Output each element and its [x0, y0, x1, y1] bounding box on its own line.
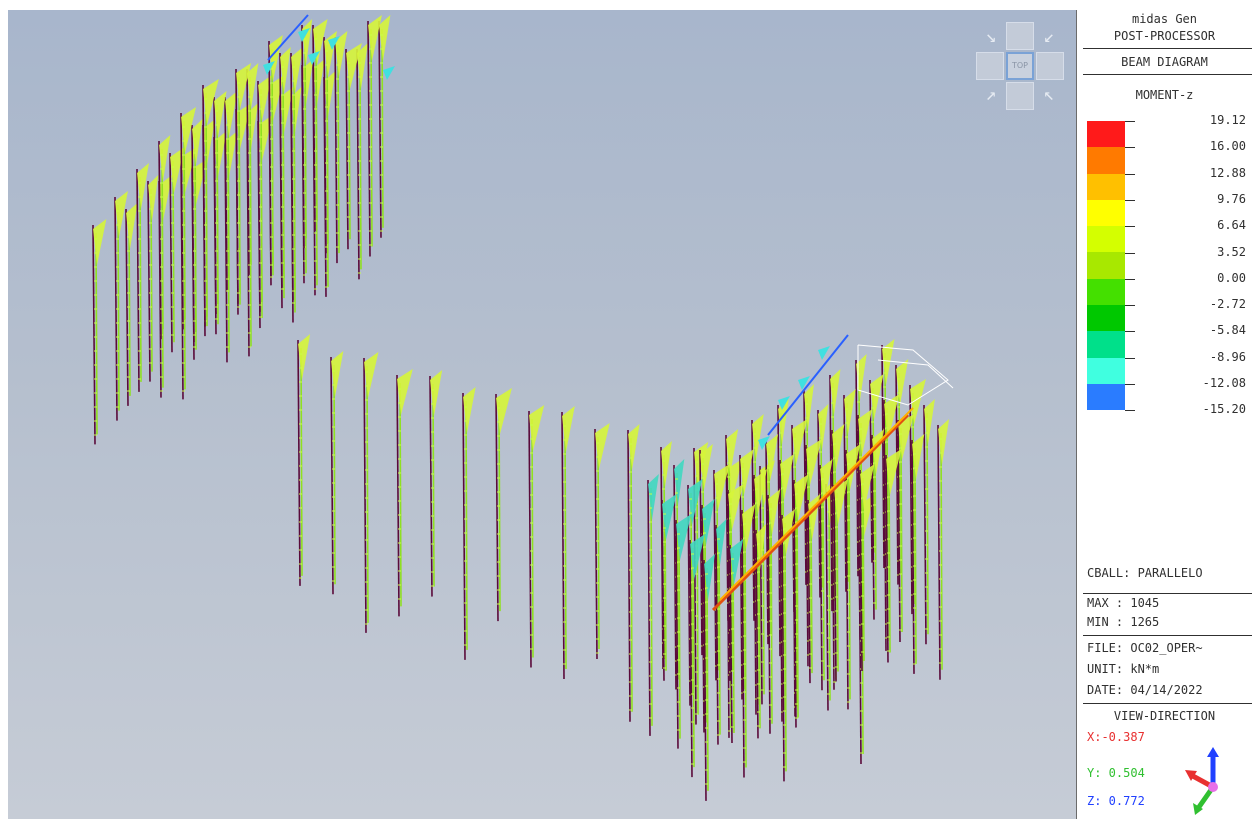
legend-swatch [1087, 147, 1125, 174]
arrow-down-right-icon[interactable]: ↘ [985, 26, 997, 47]
legend-swatch [1087, 278, 1125, 306]
min-element: MIN : 1265 [1087, 615, 1160, 629]
legend-tick [1125, 147, 1135, 149]
legend-panel: midas Gen POST-PROCESSOR BEAM DIAGRAM MO… [1076, 10, 1252, 819]
legend-value: 19.12 [1209, 113, 1246, 127]
unit-label: UNIT: kN*m [1087, 662, 1160, 676]
legend-swatch [1087, 357, 1125, 384]
legend-swatch [1087, 305, 1125, 332]
divider [1083, 74, 1252, 75]
legend-swatch [1087, 199, 1125, 227]
module-name: POST-PROCESSOR [1113, 29, 1216, 43]
cube-face-top[interactable]: TOP [1006, 52, 1034, 80]
legend-tick [1125, 121, 1135, 122]
view-direction-y: Y: 0.504 [1087, 766, 1145, 780]
legend-tick [1125, 305, 1135, 307]
max-element: MAX : 1045 [1087, 596, 1160, 610]
beam-diagram-model [92, 14, 954, 801]
legend-swatch [1087, 173, 1125, 200]
legend-value: -12.08 [1202, 376, 1246, 390]
cube-face-right[interactable] [1036, 52, 1064, 80]
legend-value: 6.64 [1217, 218, 1246, 233]
divider [1083, 703, 1252, 704]
cube-face-left[interactable] [976, 52, 1004, 80]
legend-tick [1125, 357, 1135, 359]
legend-tick [1125, 410, 1135, 412]
color-legend-bar [1087, 121, 1125, 411]
legend-value: 0.00 [1217, 270, 1246, 285]
arrow-up-left-icon[interactable]: ↖ [1043, 84, 1055, 105]
result-component: MOMENT-z [1135, 88, 1194, 102]
legend-swatch [1087, 252, 1125, 279]
legend-value: 9.76 [1217, 191, 1246, 206]
cube-face-front[interactable] [1006, 82, 1034, 110]
view-direction-title: VIEW-DIRECTION [1113, 709, 1216, 723]
legend-value: 12.88 [1209, 165, 1246, 180]
legend-tick [1125, 384, 1135, 385]
legend-swatch [1087, 331, 1125, 358]
diagram-type: BEAM DIAGRAM [1121, 55, 1208, 69]
legend-tick [1125, 226, 1135, 228]
legend-tick [1125, 252, 1135, 254]
app-name: midas Gen [1131, 12, 1198, 26]
legend-tick [1125, 173, 1135, 175]
legend-swatch [1087, 383, 1125, 411]
legend-value: 3.52 [1217, 244, 1246, 259]
cube-face-back[interactable] [1006, 22, 1034, 50]
legend-swatch [1087, 226, 1125, 253]
legend-tick [1125, 199, 1135, 201]
date-label: DATE: 04/14/2022 [1087, 683, 1203, 697]
divider [1083, 635, 1252, 636]
view-navigation-cube[interactable]: TOP ↘ ↙ ↗ ↖ [976, 22, 1068, 114]
axis-triad-icon [1185, 747, 1219, 815]
arrow-down-left-icon[interactable]: ↙ [1043, 26, 1055, 47]
legend-tick [1125, 278, 1135, 280]
legend-value: -2.72 [1209, 297, 1246, 312]
view-direction-x: X:-0.387 [1087, 730, 1145, 744]
legend-value: -5.84 [1209, 323, 1246, 338]
legend-swatch [1087, 121, 1125, 148]
legend-value: -15.20 [1202, 402, 1246, 417]
divider [1083, 48, 1252, 49]
divider [1083, 593, 1252, 594]
legend-tick [1125, 331, 1135, 333]
view-direction-z: Z: 0.772 [1087, 794, 1145, 808]
arrow-up-right-icon[interactable]: ↗ [985, 84, 997, 105]
file-name: FILE: OC02_OPER~ [1087, 641, 1203, 655]
legend-value: -8.96 [1209, 349, 1246, 364]
cball-label: CBALL: PARALLELO [1087, 566, 1203, 580]
legend-value: 16.00 [1209, 139, 1246, 154]
model-viewport[interactable]: TOP ↘ ↙ ↗ ↖ [8, 10, 1076, 819]
